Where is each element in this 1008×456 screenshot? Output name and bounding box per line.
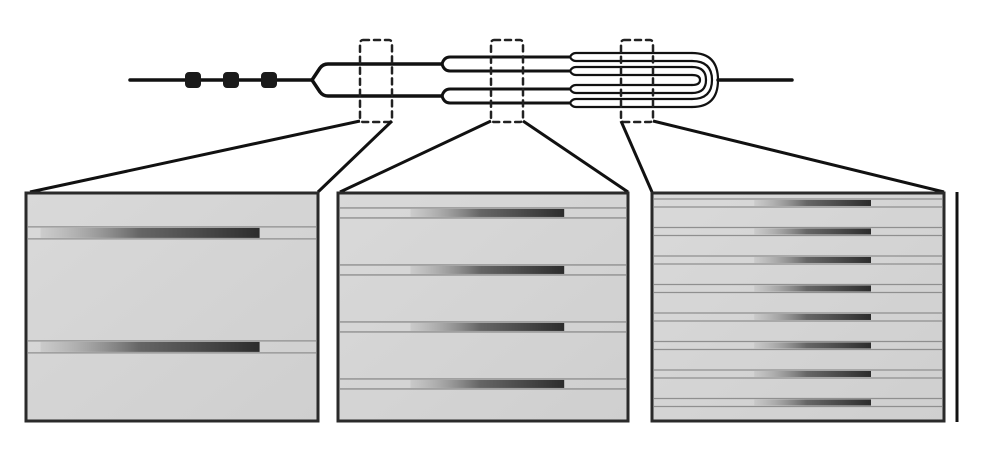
liquid-plug [410, 379, 565, 388]
panel-frame [650, 191, 946, 423]
liquid-plug [410, 322, 565, 331]
micrograph-panel-gen3 [650, 191, 946, 423]
liquid-plug [754, 228, 871, 235]
liquid-plug [410, 208, 565, 217]
liquid-plug [754, 399, 871, 406]
valve-3 [261, 72, 277, 88]
liquid-plug [754, 370, 871, 377]
gen1-channel-bottom [310, 78, 444, 98]
micrograph-panel-gen2 [336, 191, 630, 423]
gen2-channels [440, 55, 572, 105]
connector-gen3-right [652, 119, 945, 194]
liquid-plug [410, 265, 565, 274]
connector-gen3-left [619, 120, 654, 193]
liquid-plug [40, 341, 260, 352]
inlet-valves [185, 72, 277, 88]
connector-gen1-left [29, 119, 361, 194]
micrograph-panel-gen1 [24, 191, 320, 423]
liquid-plug [754, 342, 871, 349]
roi-box-gen1 [358, 38, 394, 124]
liquid-plug [754, 199, 871, 206]
outlet-merge [690, 51, 720, 109]
roi-box-gen2 [489, 38, 525, 124]
connector-gen2-left [339, 119, 492, 194]
liquid-plug [40, 227, 260, 238]
channel-network-schematic [128, 38, 794, 124]
liquid-plug [754, 285, 871, 292]
liquid-plug [754, 313, 871, 320]
zoom-connectors [29, 119, 945, 194]
valve-2 [223, 72, 239, 88]
roi-boxes [358, 38, 655, 124]
roi-box-gen3 [619, 38, 655, 124]
gen3-channels [568, 51, 694, 109]
micrograph-panels [24, 191, 946, 423]
gen1-channel-top [310, 62, 444, 82]
valve-1 [185, 72, 201, 88]
liquid-plug [754, 256, 871, 263]
connector-gen1-right [316, 119, 394, 194]
connector-gen2-right [522, 119, 629, 194]
